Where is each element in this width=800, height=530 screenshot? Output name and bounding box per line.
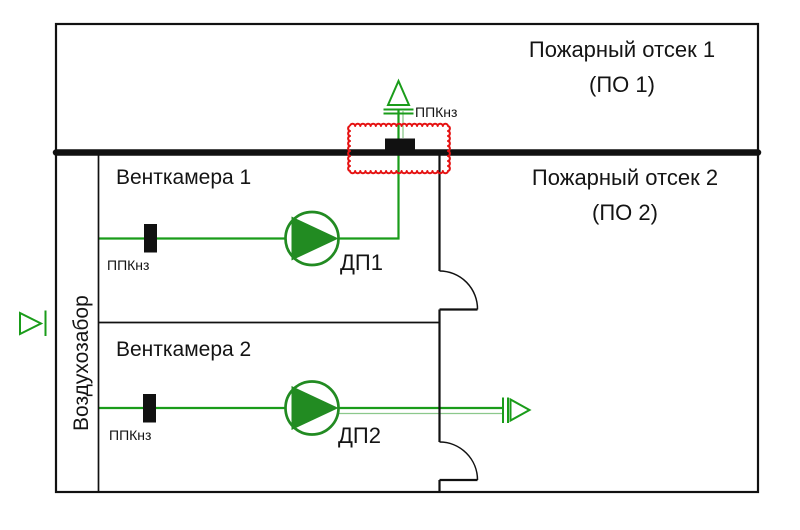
firewall-damper-icon [385, 138, 415, 150]
door-1-arc [439, 270, 479, 310]
roof-vent-icon [383, 78, 414, 115]
fan-2-icon [284, 380, 340, 436]
fan-1-icon [284, 210, 340, 267]
compartment-2-abbr: (ПО 2) [592, 200, 658, 225]
compartment-2-title: Пожарный отсек 2 [532, 165, 718, 190]
vent-chamber-2-label: Венткамера 2 [116, 338, 251, 361]
damper-top-label: ППКнз [415, 104, 457, 120]
door-2-arc [439, 441, 479, 481]
fan-2-label: ДП2 [338, 423, 381, 448]
fan-1-label: ДП1 [340, 250, 383, 275]
building-outline [54, 22, 760, 494]
damper-1-label: ППКнз [107, 257, 149, 273]
vent-chamber-1-label: Венткамера 1 [116, 166, 251, 189]
compartment-1-abbr: (ПО 1) [589, 72, 655, 97]
exhaust-arrow-icon [502, 397, 532, 423]
damper-2-label: ППКнз [109, 427, 151, 443]
annotation-cloud [347, 122, 451, 175]
air-intake-icon [19, 310, 47, 336]
fire-damper-2-icon [143, 394, 156, 423]
fire-damper-1-icon [144, 224, 157, 253]
compartment-1-title: Пожарный отсек 1 [529, 37, 715, 62]
air-intake-label: Воздухозабор [70, 295, 93, 431]
